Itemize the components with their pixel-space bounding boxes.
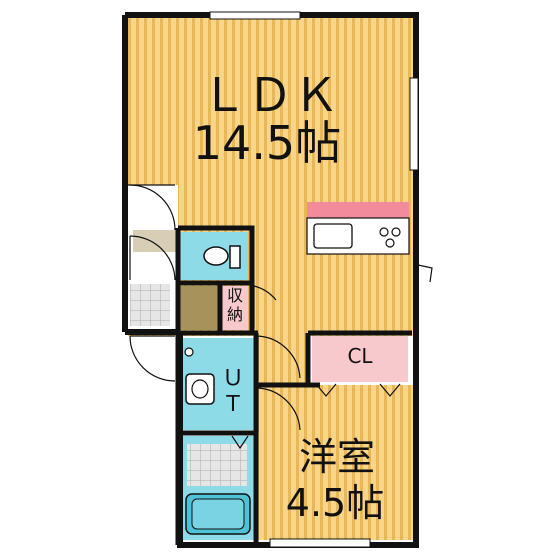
ldk-door: [257, 335, 301, 380]
ldk-name: ＬＤＫ: [201, 68, 339, 122]
storage-label-box: [222, 286, 248, 330]
stove-icon: [379, 227, 401, 248]
storage-room: [180, 286, 218, 330]
western-room-floor: [258, 385, 413, 540]
utility-label-2: Ｔ: [221, 392, 244, 417]
side-door: [417, 264, 433, 283]
window-bottom: [269, 538, 371, 548]
storage-door: [253, 285, 277, 328]
western-room-door: [257, 387, 301, 432]
toilet-door: [129, 235, 176, 281]
western-room-size: 4.5帖: [285, 481, 385, 525]
washbasin-icon: [185, 373, 215, 405]
window-right: [409, 77, 419, 171]
storage-label-1: 収: [226, 286, 243, 305]
ldk-size: 14.5帖: [192, 116, 342, 170]
interior-walls: [175, 225, 412, 545]
toilet-icon: [203, 245, 241, 269]
bath-floor-tile: [187, 444, 247, 486]
storage-label-2: 納: [226, 305, 243, 324]
entrance-door: [128, 184, 176, 231]
closet-doors: [315, 383, 401, 397]
bathtub-inner: [191, 498, 245, 530]
window-top: [209, 11, 301, 20]
bath-door: [231, 435, 249, 450]
western-room-name: 洋室: [298, 435, 375, 479]
entrance-tile: [130, 284, 170, 326]
utility-label-1: Ｕ: [221, 366, 244, 391]
closet-label: CL: [347, 344, 373, 368]
closet: [312, 336, 408, 382]
hall-floor: [258, 335, 308, 390]
sink-icon: [313, 223, 353, 249]
kitchen-counter: [307, 202, 409, 218]
utility-door: [129, 335, 176, 382]
shoe-rack: [133, 230, 177, 252]
drain-icon: [184, 347, 194, 357]
